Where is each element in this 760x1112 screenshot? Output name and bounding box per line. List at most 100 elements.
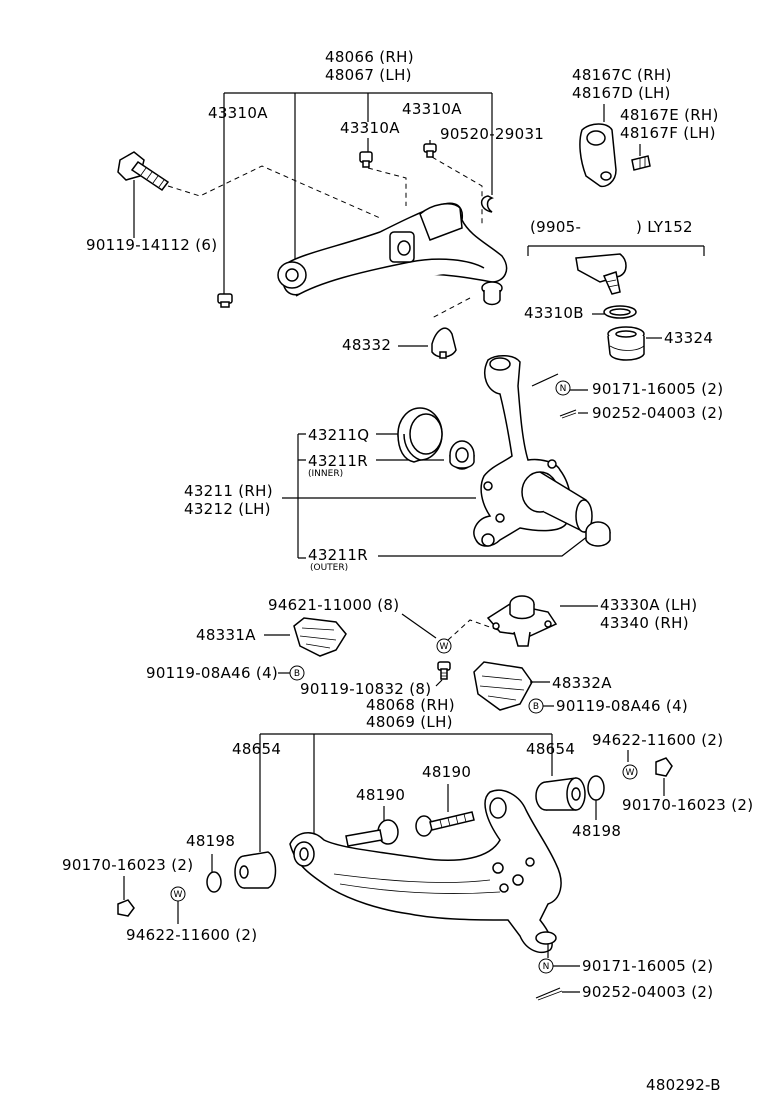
- bolt-path-dashed: [167, 165, 381, 219]
- label-90119-14112: 90119-14112 (6): [86, 236, 217, 254]
- svg-text:B: B: [533, 702, 539, 712]
- bolt-dashed-2: [367, 156, 483, 226]
- cam-bolt-left: [345, 819, 399, 847]
- inner-bearing: [449, 440, 475, 470]
- label-48190-right: 48190: [422, 763, 471, 781]
- bolt-small-3: [217, 293, 233, 308]
- label-43310A-left: 43310A: [208, 104, 268, 122]
- label-48167C: 48167C (RH): [572, 66, 672, 84]
- label-48069: 48069 (LH): [366, 713, 453, 731]
- bracket-ly152: [527, 245, 705, 256]
- label-48654-left: 48654: [232, 740, 281, 758]
- bolt-small-1: [359, 151, 373, 168]
- label-43211Q: 43211Q: [308, 426, 369, 444]
- label-48654-right: 48654: [526, 740, 575, 758]
- label-inner: (INNER): [308, 469, 343, 479]
- label-LY152: ) LY152: [636, 218, 693, 236]
- diagram-reference-number: 480292-B: [646, 1076, 721, 1094]
- cotter-pin-b: [535, 987, 561, 999]
- leader-48167: [603, 104, 641, 156]
- label-43211R-inner: 43211R: [308, 452, 368, 470]
- label-43310A-middle: 43310A: [340, 119, 400, 137]
- label-43310A-right: 43310A: [402, 100, 462, 118]
- label-90170-16023-a: 90170-16023 (2): [622, 796, 753, 814]
- bumper-48332: [431, 327, 457, 358]
- ball-joint-stud: [575, 253, 627, 295]
- label-90170-16023-b: 90170-16023 (2): [62, 856, 193, 874]
- svg-text:W: W: [440, 642, 449, 652]
- label-48190-left: 48190: [356, 786, 405, 804]
- svg-text:N: N: [560, 384, 567, 394]
- label-48167E: 48167E (RH): [620, 106, 719, 124]
- bolt-small-2: [423, 143, 437, 158]
- leader-90119-10832: [435, 679, 443, 687]
- stopper-group: 48331A 90119-08A46 (4) B 90119-10832 (8)…: [146, 617, 688, 715]
- nut-90170-a: [655, 757, 673, 777]
- label-48332: 48332: [342, 336, 391, 354]
- snap-ring: [480, 195, 494, 213]
- lower-control-arm: [289, 789, 562, 954]
- label-9905: (9905-: [530, 218, 581, 236]
- bracket-48167-group: 48167C (RH) 48167D (LH) 48167E (RH) 4816…: [572, 66, 719, 188]
- b-symbol-1: [289, 665, 305, 681]
- label-48331A: 48331A: [196, 626, 256, 644]
- leader-48190: [383, 784, 449, 822]
- upper-control-arm: [277, 202, 508, 306]
- label-48198-right: 48198: [572, 822, 621, 840]
- label-48067: 48067 (LH): [325, 66, 412, 84]
- label-outer: (OUTER): [310, 563, 348, 573]
- lower-ball-joint-group: 94621-11000 (8) W 43330A (LH) 43340 (RH): [268, 595, 697, 654]
- leader-43310A: [367, 138, 431, 152]
- dash-94621: [447, 619, 499, 641]
- leader-48066: [223, 92, 493, 300]
- bolt-90119-10832: [437, 661, 451, 680]
- label-90119-08A46-a: 90119-08A46 (4): [146, 664, 278, 682]
- label-90252-04003-a: 90252-04003 (2): [592, 404, 723, 422]
- cam-bolt-right: [415, 811, 475, 837]
- svg-text:N: N: [543, 962, 550, 972]
- label-90520-29031: 90520-29031: [440, 125, 544, 143]
- label-43211R-outer: 43211R: [308, 546, 368, 564]
- label-94622-11600-b: 94622-11600 (2): [126, 926, 257, 944]
- stopper-48332A: [473, 661, 533, 711]
- svg-text:B: B: [294, 669, 300, 679]
- svg-text:W: W: [626, 768, 635, 778]
- outer-bearing: [585, 521, 611, 547]
- lower-ball-joint: [486, 595, 558, 647]
- cotter-pin-a: [559, 409, 577, 417]
- steering-knuckle: [473, 355, 593, 547]
- label-94622-11600-a: 94622-11600 (2): [592, 731, 723, 749]
- label-43310B: 43310B: [524, 304, 584, 322]
- svg-text:W: W: [174, 890, 183, 900]
- leader-94621: [401, 613, 437, 639]
- label-43211: 43211 (RH): [184, 482, 273, 500]
- dash-knuckle-cotter: [531, 373, 559, 387]
- seal-43211Q: [397, 407, 443, 463]
- bracket-43211: [297, 433, 306, 558]
- ball-joint-group: (9905- ) LY152 43310B 43324: [524, 218, 713, 361]
- label-43212: 43212 (LH): [184, 500, 271, 518]
- label-43330A: 43330A (LH): [600, 596, 697, 614]
- label-90119-08A46-b: 90119-08A46 (4): [556, 697, 688, 715]
- label-90171-16005-a: 90171-16005 (2): [592, 380, 723, 398]
- label-48066: 48066 (RH): [325, 48, 414, 66]
- label-48332A: 48332A: [552, 674, 612, 692]
- dash-48332: [431, 297, 471, 319]
- bracket-48167: [579, 123, 651, 188]
- bushing-48654-left: [234, 851, 277, 889]
- dust-boot-43324: [607, 326, 645, 361]
- stopper-48331A: [293, 617, 347, 657]
- label-94621-11000: 94621-11000 (8): [268, 596, 399, 614]
- washer-48198-right: [587, 775, 605, 801]
- w-symbol-1: [436, 638, 452, 654]
- label-48198-left: 48198: [186, 832, 235, 850]
- nut-90170-b: [117, 899, 135, 917]
- label-48167F: 48167F (LH): [620, 124, 716, 142]
- w-symbol-2: [622, 764, 638, 780]
- label-90171-16005-b: 90171-16005 (2): [582, 957, 713, 975]
- bumper-48332-group: 48332: [342, 327, 457, 359]
- long-bolt: [117, 151, 170, 192]
- washer-48198-left: [206, 871, 222, 893]
- label-90252-04003-b: 90252-04003 (2): [582, 983, 713, 1001]
